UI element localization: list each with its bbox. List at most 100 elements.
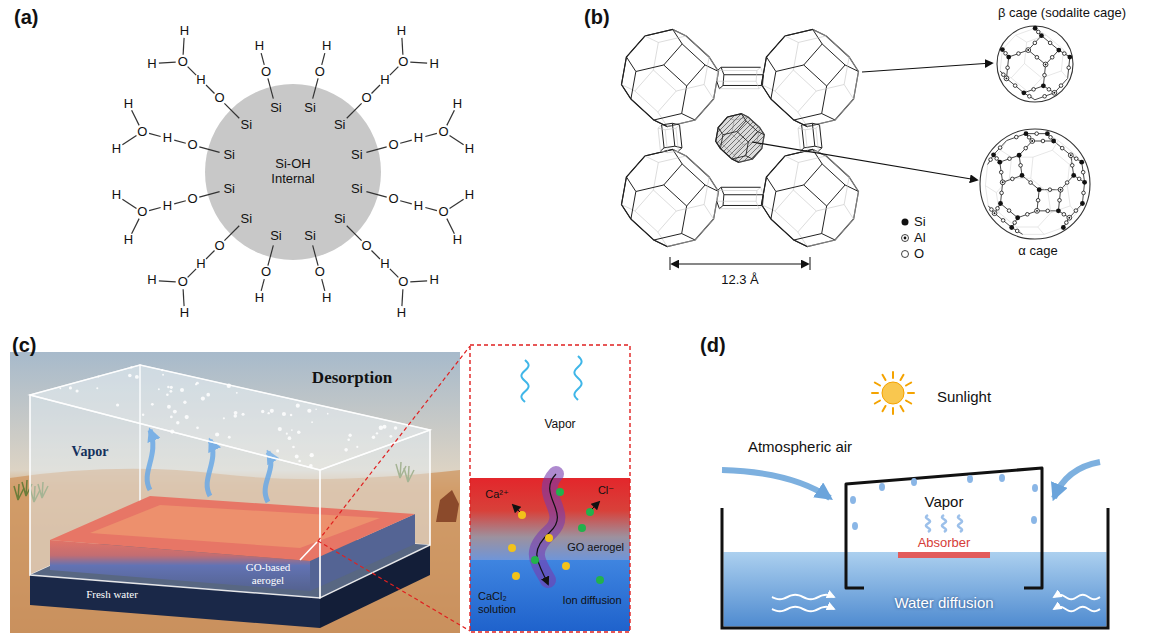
condensation-drop: [206, 393, 210, 397]
chemical-bond: [366, 147, 386, 152]
atom-symbol-holder: H: [112, 141, 121, 156]
condensation-drop: [236, 392, 238, 394]
figure-layer: [122, 26, 1108, 632]
atom-symbol: O: [187, 138, 197, 153]
cage-sphere: [980, 129, 1090, 239]
hidden-edge: [635, 211, 658, 232]
hidden-edge: [807, 240, 835, 247]
al-atom: [1068, 153, 1073, 158]
o-atom: [1074, 157, 1078, 161]
sunlight-label-holder: Sunlight: [937, 388, 991, 405]
o-atom: [995, 157, 999, 161]
absorber-bar: [898, 552, 990, 558]
cage-edge: [827, 185, 845, 206]
cage-edge: [687, 65, 705, 86]
hidden-edge: [1046, 35, 1063, 49]
hidden-edge: [798, 36, 826, 43]
atom-symbol-holder: Si: [304, 228, 316, 243]
condensation-drop: [167, 386, 169, 388]
o-atom: [1002, 73, 1006, 77]
cage-edge: [723, 85, 762, 86]
zoom-line: [318, 541, 470, 631]
o-atom: [1067, 66, 1071, 70]
chemical-bond: [313, 245, 318, 265]
diffusion-arrow: [537, 474, 558, 584]
hidden-edge: [1048, 186, 1067, 193]
atom-symbol-holder: O: [261, 265, 271, 280]
hidden-edge: [645, 156, 658, 163]
supercage-shading: [716, 114, 765, 163]
vapor-wave: [521, 360, 528, 402]
cage-edge: [1019, 141, 1032, 155]
condensation-drop: [311, 421, 313, 423]
water-droplet: [967, 475, 973, 483]
atom-symbol: Si: [241, 118, 253, 133]
atom-symbol: O: [439, 205, 449, 220]
al-atom-core: [1053, 92, 1055, 94]
cage-edge: [732, 156, 746, 159]
vapor-wave: [574, 356, 581, 400]
atom-symbol: H: [453, 97, 462, 112]
condensation-drop: [166, 393, 169, 396]
chemical-bond: [450, 135, 464, 144]
cage-edge: [1058, 190, 1060, 211]
atom-symbol: O: [398, 54, 408, 69]
atom-symbol: Si: [270, 228, 282, 243]
si-atom: [1056, 208, 1061, 213]
atom-symbol: O: [261, 64, 271, 79]
o-atom: [1011, 177, 1015, 181]
hidden-edge: [1058, 141, 1075, 155]
hidden-edge: [1031, 157, 1033, 178]
condensation-drop: [96, 387, 98, 389]
cage-edge: [687, 185, 705, 206]
water-droplet: [999, 474, 1005, 482]
atom-symbol-holder: O: [439, 124, 449, 139]
cage-edge: [822, 234, 835, 241]
atom-symbol-holder: H: [180, 306, 189, 321]
atom-symbol: H: [180, 306, 189, 321]
condensation-drop: [295, 455, 299, 459]
chemical-bond: [268, 245, 273, 265]
o-atom: [1004, 52, 1008, 56]
o-atom: [1036, 198, 1040, 202]
cage-edge: [636, 65, 664, 72]
condensation-drop: [196, 382, 199, 385]
o-atom: [1058, 198, 1062, 202]
aerogel-band: GO aerogel: [470, 478, 630, 560]
hidden-edge: [748, 117, 759, 128]
chloride-ion: [586, 508, 594, 516]
cage-edge: [636, 185, 664, 192]
atom-symbol-holder: O: [137, 205, 147, 220]
condensation-drop: [180, 388, 184, 392]
legend-entry: O: [914, 247, 924, 262]
cage-edge: [827, 65, 845, 86]
atom-symbol-holder: H: [465, 141, 474, 156]
cage-edge: [785, 29, 813, 36]
cage-edge: [621, 85, 630, 100]
cage-edge: [675, 146, 682, 148]
cage-edge: [662, 123, 673, 125]
atom-symbol: H: [124, 97, 133, 112]
hidden-edge: [658, 125, 662, 128]
sun-ray: [883, 375, 886, 380]
si-atom: [1041, 83, 1046, 88]
ion-pointer: [592, 502, 599, 509]
al-atom: [1004, 76, 1009, 81]
hidden-edge: [793, 162, 798, 190]
si-atom: [902, 219, 909, 226]
atom-symbol: Si: [270, 101, 282, 116]
cage-edge: [718, 187, 722, 190]
si-atom: [1045, 131, 1050, 136]
diffusion-wave: [1054, 607, 1100, 612]
chemical-bond: [401, 38, 403, 55]
panel-letter: (d): [700, 334, 726, 357]
hidden-edge: [1002, 35, 1015, 49]
hidden-edge: [709, 57, 718, 72]
hidden-edge: [658, 128, 660, 151]
chemical-bond: [188, 269, 196, 277]
hidden-edge: [757, 127, 759, 141]
calcium-ion: [518, 511, 526, 519]
o-atom: [1047, 88, 1051, 92]
o-atom: [998, 146, 1002, 150]
atom-symbol: O: [388, 191, 398, 206]
